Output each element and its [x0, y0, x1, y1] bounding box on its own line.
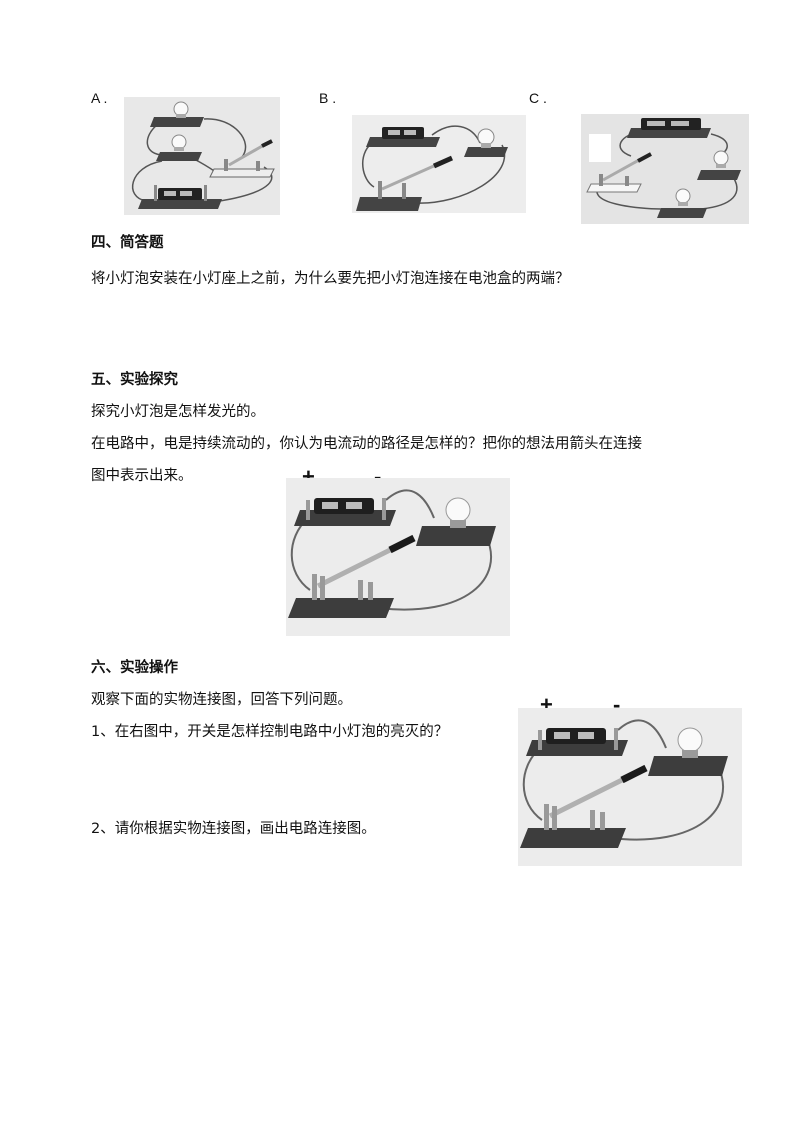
circuit-image-explore: [286, 478, 510, 636]
circuit-image-a: [124, 97, 280, 215]
section4-title: 四、简答题: [91, 235, 164, 251]
section6-minus-sign: -: [613, 692, 621, 717]
circuit-image-operate: [518, 708, 742, 866]
section5-title: 五、实验探究: [91, 372, 178, 388]
option-b-label: B .: [319, 90, 337, 106]
section5-line2: 在电路中，电是持续流动的，你认为电流动的路径是怎样的？把你的想法用箭头在连接: [91, 436, 642, 452]
section5-line1: 探究小灯泡是怎样发光的。: [91, 404, 265, 420]
option-a-label: A .: [91, 90, 108, 106]
section6-question1: 1、在右图中，开关是怎样控制电路中小灯泡的亮灭的？: [91, 724, 449, 740]
section5-minus-sign: -: [374, 464, 382, 489]
section6-title: 六、实验操作: [91, 660, 178, 676]
circuit-image-c: [581, 114, 749, 224]
section6-intro: 观察下面的实物连接图，回答下列问题。: [91, 692, 352, 708]
section4-question: 将小灯泡安装在小灯座上之前，为什么要先把小灯泡连接在电池盒的两端？: [91, 271, 570, 287]
option-c-label: C .: [529, 90, 547, 106]
section5-line3: 图中表示出来。: [91, 468, 193, 484]
circuit-image-b: [352, 115, 526, 213]
section6-question2: 2、请你根据实物连接图，画出电路连接图。: [91, 821, 376, 837]
